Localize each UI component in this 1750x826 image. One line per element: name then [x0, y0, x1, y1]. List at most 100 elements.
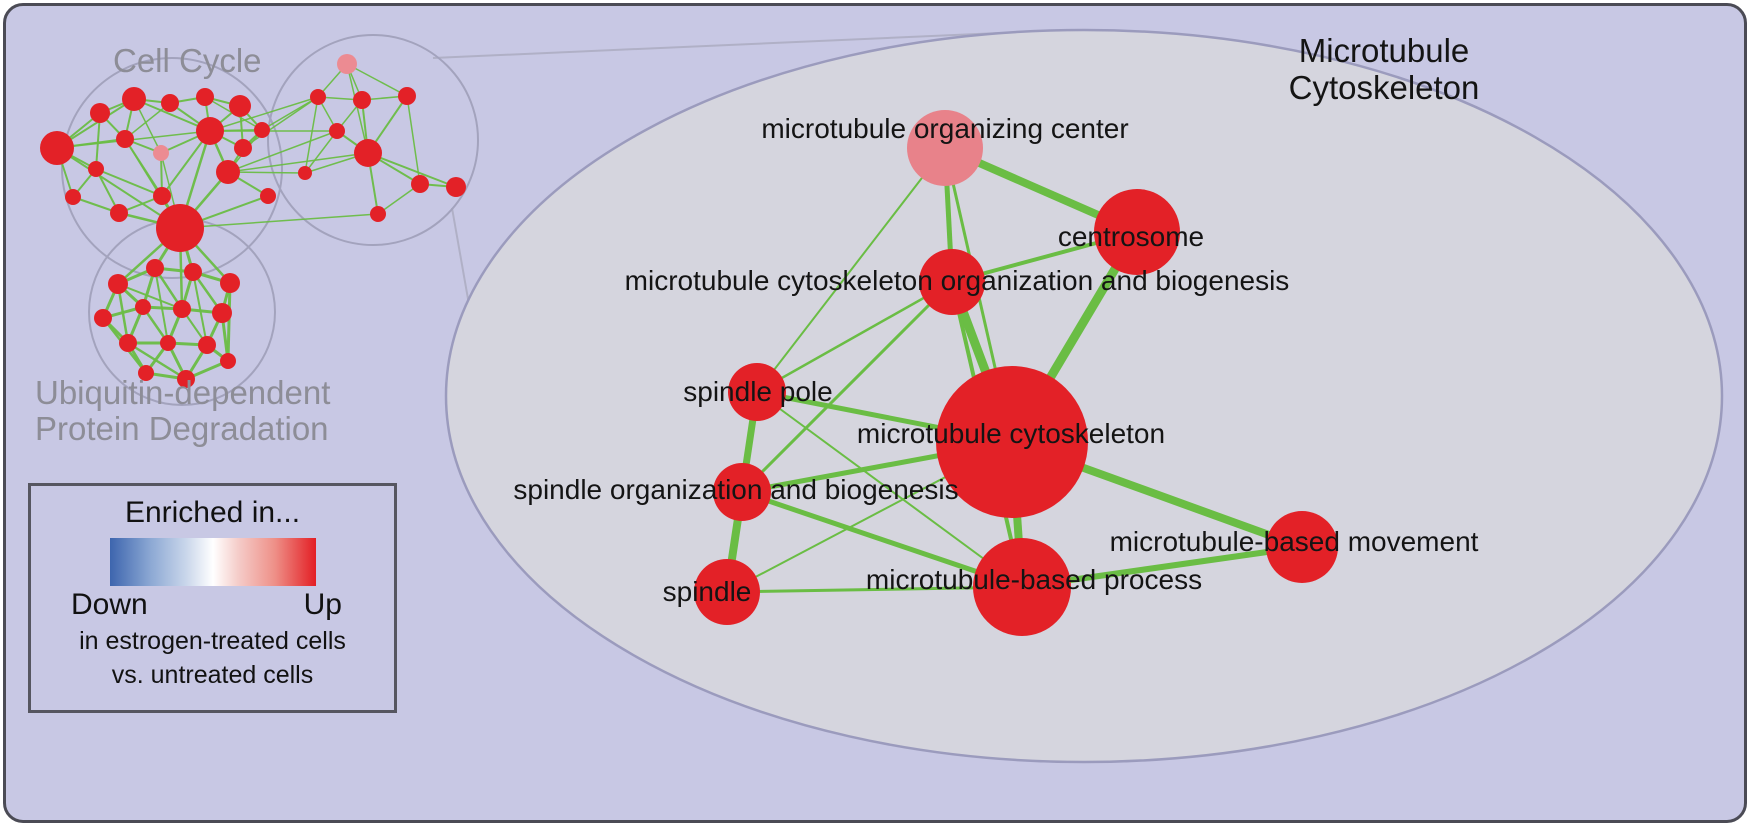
overview-edge — [226, 282, 232, 362]
overview-edge — [192, 271, 208, 346]
overview-node — [108, 274, 128, 294]
cell-cycle-cluster-title: Cell Cycle — [113, 42, 262, 79]
overview-node — [122, 87, 146, 111]
zoom-edge-sob-mbp — [741, 489, 1023, 590]
overview-edge — [261, 96, 319, 131]
ubiquitin-cluster-title-line2: Protein Degradation — [35, 410, 329, 447]
overview-node — [220, 353, 236, 369]
legend-up-label: Up — [303, 588, 342, 621]
overview-node — [310, 89, 326, 105]
zoom-node-mc — [936, 366, 1088, 518]
zoom-edge-moc-spindle_pole — [756, 147, 946, 393]
overview-node — [329, 123, 345, 139]
overview-node — [40, 131, 74, 165]
overview-node — [220, 273, 240, 293]
microtubule-cytoskeleton-title-line1: Microtubule — [1299, 32, 1470, 69]
zoom-node-mbp — [973, 538, 1071, 636]
overview-node — [161, 94, 179, 112]
overview-node — [177, 370, 195, 388]
legend-range-row: Down Up — [31, 588, 394, 622]
legend-caption-line2: vs. untreated cells — [111, 660, 314, 689]
overview-node — [119, 334, 137, 352]
figure-panel: microtubule organizing center centrosome m… — [3, 3, 1747, 823]
overview-node — [184, 263, 202, 281]
zoom-node-label-centrosome: centrosome — [1058, 221, 1204, 252]
overview-node — [370, 206, 386, 222]
overview-node — [212, 303, 232, 323]
legend: Enriched in... Down Up in estrogen-treat… — [28, 483, 397, 713]
overview-edge — [56, 147, 181, 229]
zoom-node-label-mbm: microtubule-based movement — [1110, 526, 1479, 557]
overview-node — [298, 166, 312, 180]
overview-edge — [242, 96, 319, 149]
overview-node — [173, 300, 191, 318]
zoom-node-label-mco: microtubule cytoskeleton organization an… — [625, 265, 1290, 296]
zoom-node-label-moc: microtubule organizing center — [761, 113, 1128, 144]
zoom-node-moc — [907, 110, 983, 186]
overview-edge — [304, 96, 319, 174]
overview-node — [234, 139, 252, 157]
zoom-edge-mco-sob — [740, 280, 954, 494]
zoom-node-spindle_pole — [728, 363, 786, 421]
legend-caption-line1: in estrogen-treated cells — [79, 627, 346, 655]
overview-node — [398, 87, 416, 105]
overview-node — [411, 175, 429, 193]
overview-node — [160, 335, 176, 351]
overview-edge — [95, 168, 163, 197]
zoom-node-label-spindle: spindle — [663, 576, 752, 607]
legend-title: Enriched in... — [124, 496, 301, 529]
zoom-ellipse — [444, 28, 1724, 764]
overview-node — [153, 145, 169, 161]
overview-edge — [304, 130, 338, 174]
zoom-node-centrosome — [1094, 189, 1180, 275]
legend-gradient-bar — [109, 538, 316, 586]
zoom-connector-line — [432, 32, 1001, 59]
overview-edge — [346, 63, 369, 154]
overview-node — [254, 122, 270, 138]
overview-node — [354, 139, 382, 167]
overview-node — [229, 95, 251, 117]
microtubule-cytoskeleton-title-line2: Cytoskeleton — [1289, 69, 1480, 106]
zoom-ellipse-group — [444, 28, 1724, 764]
overview-node — [90, 103, 110, 123]
enrichment-map-svg: microtubule organizing center centrosome m… — [35, 28, 1724, 764]
overview-network-nodes — [40, 54, 466, 388]
overview-node — [116, 130, 134, 148]
zoom-node-label-mc: microtubule cytoskeleton — [857, 418, 1165, 449]
overview-edge — [227, 152, 369, 173]
overview-node — [65, 189, 81, 205]
overview-node — [353, 91, 371, 109]
ubiquitin-cluster-title-line1: Ubiquitin-dependent — [35, 374, 330, 411]
zoom-node-sob — [713, 463, 771, 521]
zoom-edge-spindle_pole-mbp — [756, 391, 1023, 588]
overview-edge — [227, 130, 338, 173]
cluster-outline — [61, 57, 283, 279]
zoom-edge-spindle-mbp — [726, 585, 1023, 594]
zoom-network-nodes — [694, 110, 1338, 636]
overview-edge — [124, 102, 171, 140]
overview-node — [198, 336, 216, 354]
zoom-node-spindle — [694, 559, 760, 625]
overview-edge — [367, 152, 457, 188]
overview-edge — [127, 341, 187, 381]
zoom-node-label-sob: spindle organization and biogenesis — [513, 474, 958, 505]
overview-edge — [227, 171, 306, 174]
legend-down-label: Down — [71, 588, 148, 621]
zoom-node-label-spindle_pole: spindle pole — [683, 376, 832, 407]
overview-node — [153, 187, 171, 205]
overview-edge — [209, 96, 319, 132]
zoom-node-mco — [919, 249, 985, 315]
overview-node — [260, 188, 276, 204]
overview-node — [216, 160, 240, 184]
overview-node — [88, 161, 104, 177]
overview-edge — [179, 213, 379, 229]
overview-node — [110, 204, 128, 222]
overview-node — [196, 117, 224, 145]
overview-node — [135, 299, 151, 315]
overview-edge — [346, 63, 408, 97]
overview-node — [337, 54, 357, 74]
overview-edge — [117, 283, 183, 310]
overview-node — [156, 204, 204, 252]
zoom-edge-mco-spindle_pole — [756, 280, 953, 394]
overview-node — [446, 177, 466, 197]
